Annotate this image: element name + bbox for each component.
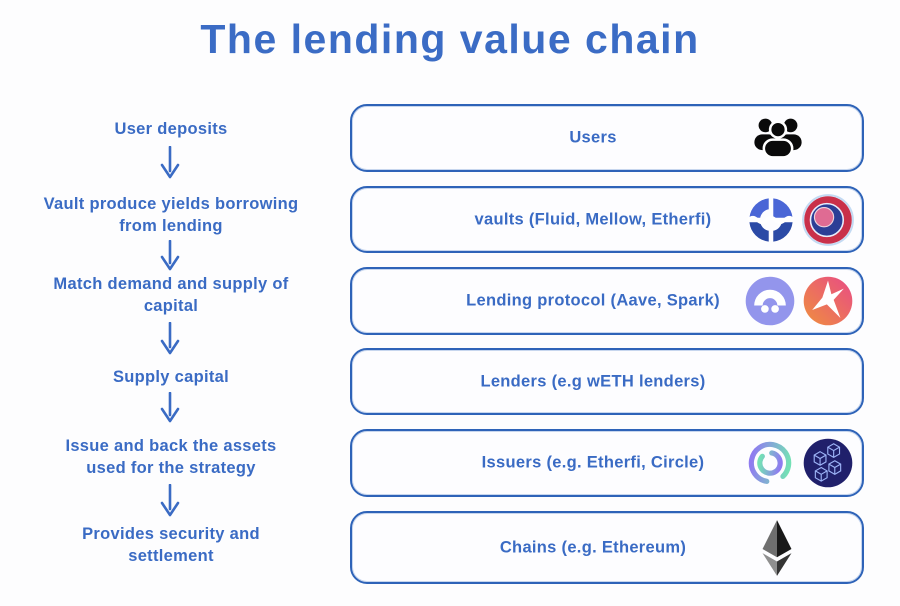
down-arrow-icon: [160, 322, 180, 355]
step-label-supply-capital: Supply capital: [112, 368, 230, 386]
page-title: The lending value chain: [200, 16, 700, 62]
box-label: Lending protocol (Aave, Spark): [466, 291, 720, 310]
box-label: Lenders (e.g wETH lenders): [480, 372, 706, 390]
step-label-match-demand: Match demand and supply of capital: [53, 275, 289, 315]
users-group-icon: [754, 118, 802, 159]
circle-icon: [748, 441, 792, 485]
value-box-chains: Chains (e.g. Ethereum): [350, 511, 864, 584]
box-icons: [746, 193, 854, 246]
box-label: Issuers (e.g. Etherfi, Circle): [481, 453, 705, 472]
box-icons: [744, 437, 854, 489]
down-arrow-icon: [160, 240, 180, 271]
down-arrow-icon: [160, 484, 180, 517]
down-arrow-icon: [160, 392, 180, 423]
spark-icon: [803, 276, 853, 326]
aave-icon: [745, 276, 795, 326]
step-label-issue-back-assets: Issue and back the assets used for the s…: [65, 437, 277, 477]
mellow-icon: [802, 193, 854, 246]
value-box-issuers: Issuers (e.g. Etherfi, Circle): [350, 429, 864, 497]
step-label-provides-security: Provides security and settlement: [82, 525, 260, 565]
down-arrow-icon: [160, 146, 180, 179]
box-label: Users: [569, 128, 617, 147]
box-icons: [752, 117, 804, 159]
step-label-user-deposits: User deposits: [114, 120, 228, 138]
value-box-lenders: Lenders (e.g wETH lenders): [350, 348, 864, 415]
box-icons: [744, 275, 854, 327]
value-box-users: Users: [350, 104, 864, 172]
ethereum-icon: [762, 519, 792, 576]
etherfi-icon: [803, 438, 853, 488]
value-box-lending-protocol: Lending protocol (Aave, Spark): [350, 267, 864, 335]
value-box-vaults: vaults (Fluid, Mellow, Etherfi): [350, 186, 864, 253]
step-label-vault-yields: Vault produce yields borrowing from lend…: [43, 195, 299, 235]
fluid-icon: [747, 197, 795, 242]
box-label: vaults (Fluid, Mellow, Etherfi): [474, 210, 712, 228]
box-label: Chains (e.g. Ethereum): [499, 538, 687, 556]
box-icons: [758, 518, 796, 578]
